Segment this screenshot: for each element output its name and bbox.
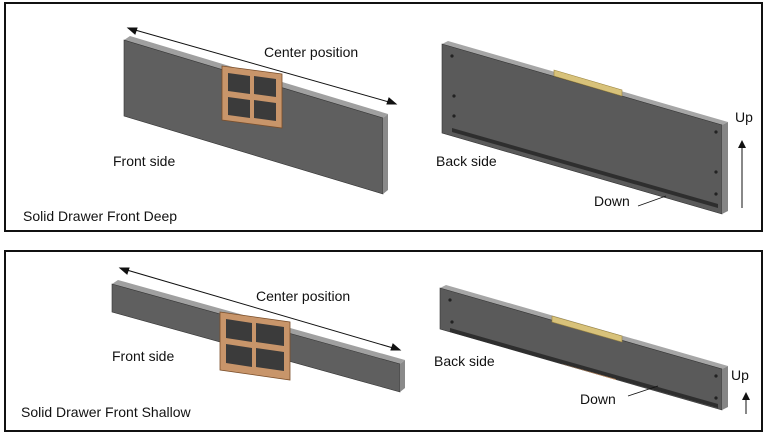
back-board-deep <box>441 41 728 215</box>
back-side-label: Back side <box>436 153 497 169</box>
up-label: Up <box>731 367 749 383</box>
center-arrow-shallow <box>118 267 402 351</box>
panel-shallow: Center position Front side Back side Dow… <box>4 250 763 432</box>
panel-deep: Center position Front side Back side Dow… <box>4 2 763 232</box>
handle-deep <box>221 65 283 129</box>
handle-shallow <box>219 311 291 381</box>
down-label: Down <box>580 391 616 407</box>
up-label: Up <box>735 109 753 125</box>
front-side-label: Front side <box>113 153 176 169</box>
up-arrow-deep <box>738 140 746 208</box>
center-arrow-deep <box>126 27 398 105</box>
down-label: Down <box>594 193 630 209</box>
diagram-deep <box>123 27 746 215</box>
front-side-label: Front side <box>112 348 175 364</box>
up-arrow-shallow <box>742 392 750 414</box>
diagram-shallow <box>111 267 750 414</box>
center-position-label: Center position <box>264 44 359 60</box>
panel-title: Solid Drawer Front Shallow <box>21 404 191 420</box>
center-position-label: Center position <box>256 288 351 304</box>
back-side-label: Back side <box>434 353 495 369</box>
panel-title: Solid Drawer Front Deep <box>23 208 178 224</box>
down-leader-deep <box>637 195 667 207</box>
down-leader-shallow <box>627 385 659 397</box>
